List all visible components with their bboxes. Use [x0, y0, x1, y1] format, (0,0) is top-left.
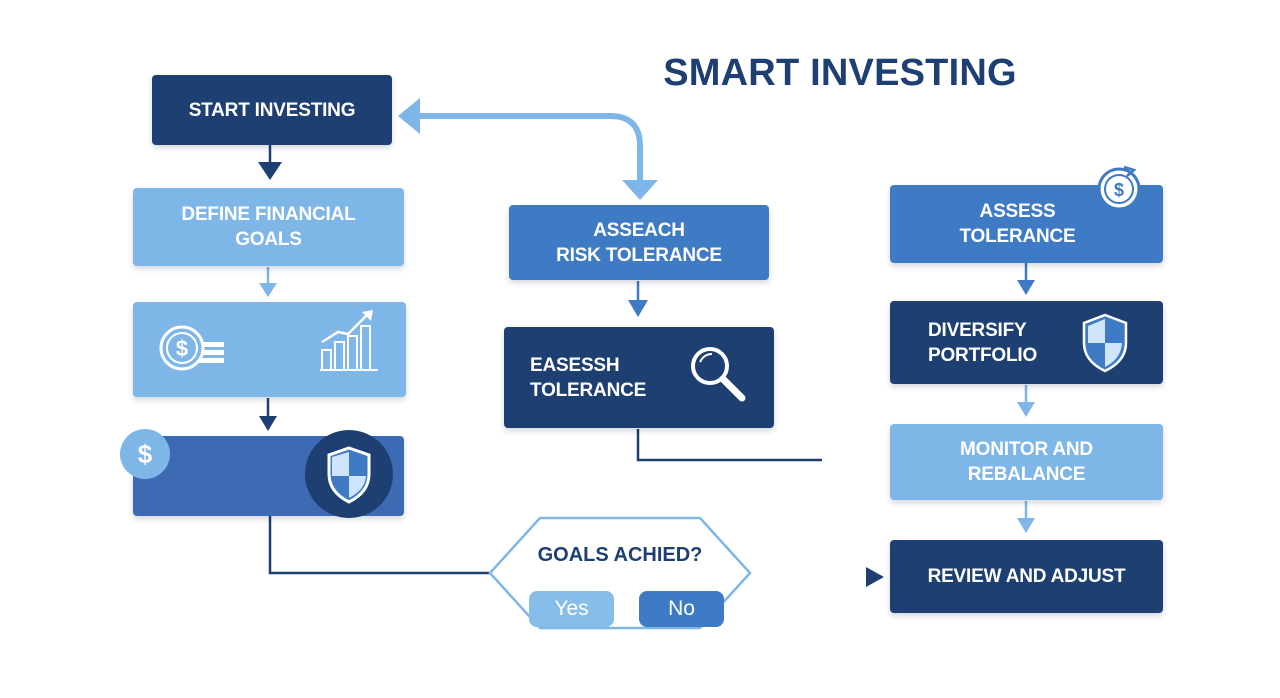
arrow-start-to-goals [258, 145, 282, 180]
svg-text:$: $ [1114, 180, 1124, 200]
define-goals-node[interactable]: DEFINE FINANCIAL GOALS [133, 188, 404, 266]
start-investing-label: START INVESTING [188, 99, 356, 121]
dollar-refresh-badge-icon: $ [1097, 165, 1141, 211]
define-goals-line1: DEFINE FINANCIAL [181, 204, 356, 225]
assess-tolerance-line1: ASSESS [979, 201, 1056, 222]
arrow-coins-to-shield [259, 398, 277, 431]
svg-text:$: $ [176, 336, 188, 361]
define-goals-line2: GOALS [235, 229, 302, 250]
decision-yes-label: Yes [554, 597, 589, 620]
research-risk-line1: ASSEACH [593, 219, 685, 241]
arrow-monitor-to-review [1017, 501, 1035, 533]
dollar-badge-icon: $ [120, 429, 170, 479]
arrow-research-to-easessh [628, 281, 648, 317]
easessh-line1: EASESSH [530, 354, 620, 376]
arrow-assess-to-diversify [1017, 263, 1035, 295]
arrow-goals-to-coins [259, 267, 277, 297]
bar-chart-growth-icon [320, 310, 378, 371]
page-title: SMART INVESTING [663, 52, 1017, 94]
dollar-coins-icon: $ [159, 325, 224, 371]
monitor-line1: MONITOR AND [960, 439, 1093, 460]
decision-no-button[interactable]: No [639, 591, 724, 627]
shield-icon [1082, 313, 1128, 373]
connector-to-decision [268, 516, 492, 575]
shield-icon [305, 430, 393, 518]
decision-yes-button[interactable]: Yes [529, 591, 614, 627]
decision-question: GOALS ACHIED? [537, 544, 703, 566]
start-investing-node[interactable]: START INVESTING [152, 75, 392, 145]
easessh-tolerance-node[interactable]: EASESSH TOLERANCE [504, 327, 774, 428]
arrow-diversify-to-monitor [1017, 385, 1035, 417]
review-adjust-label: REVIEW AND ADJUST [927, 566, 1126, 587]
decision-no-label: No [668, 597, 695, 620]
diversify-line2: PORTFOLIO [928, 344, 1038, 366]
easessh-line2: TOLERANCE [530, 379, 647, 401]
arrow-easessh-to-review [636, 429, 884, 587]
monitor-line2: REBALANCE [967, 464, 1086, 485]
diversify-line1: DIVERSIFY [928, 319, 1027, 341]
arrow-start-research-loop [398, 98, 658, 200]
magnifier-icon [691, 347, 746, 402]
research-risk-node[interactable]: ASSEACH RISK TOLERANCE [509, 205, 769, 280]
monitor-rebalance-node[interactable]: MONITOR AND REBALANCE [890, 424, 1163, 500]
svg-text:$: $ [138, 439, 153, 469]
research-risk-line2: RISK TOLERANCE [556, 244, 722, 266]
review-adjust-node[interactable]: REVIEW AND ADJUST [890, 540, 1163, 613]
assess-tolerance-line2: TOLERANCE [959, 226, 1076, 247]
